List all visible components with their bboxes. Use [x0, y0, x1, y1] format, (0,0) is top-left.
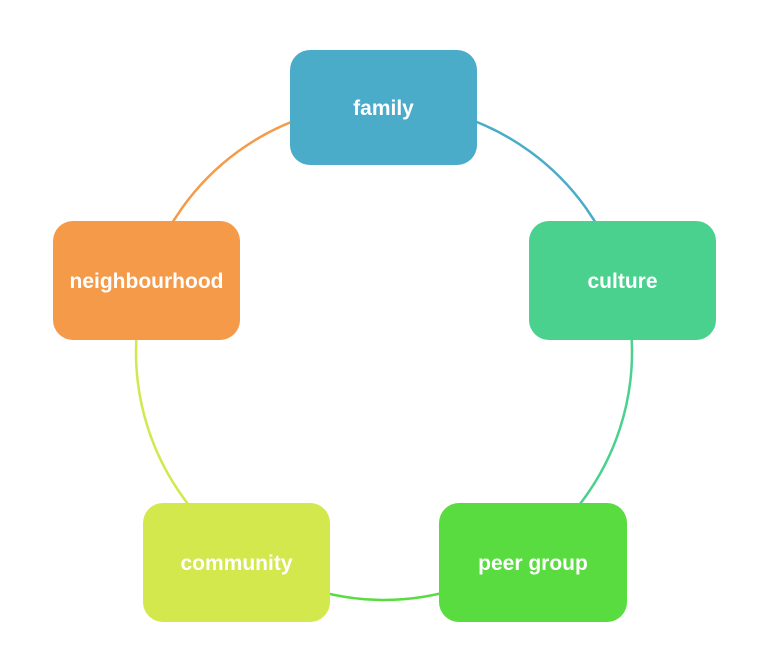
node-community-label: community: [180, 552, 292, 575]
node-peer-group: peer group: [439, 503, 627, 622]
node-family-label: family: [353, 97, 414, 120]
node-peer-group-box: [439, 503, 627, 622]
node-community-box: [143, 503, 330, 622]
node-community: community: [143, 503, 330, 622]
node-neighbourhood-box: [53, 221, 240, 340]
node-culture-label: culture: [587, 270, 657, 293]
node-family: family: [290, 50, 477, 165]
node-culture: culture: [529, 221, 716, 340]
node-family-box: [290, 50, 477, 165]
node-neighbourhood: neighbourhood: [53, 221, 240, 340]
node-neighbourhood-label: neighbourhood: [70, 270, 224, 293]
node-peer-group-label: peer group: [478, 552, 588, 575]
node-culture-box: [529, 221, 716, 340]
